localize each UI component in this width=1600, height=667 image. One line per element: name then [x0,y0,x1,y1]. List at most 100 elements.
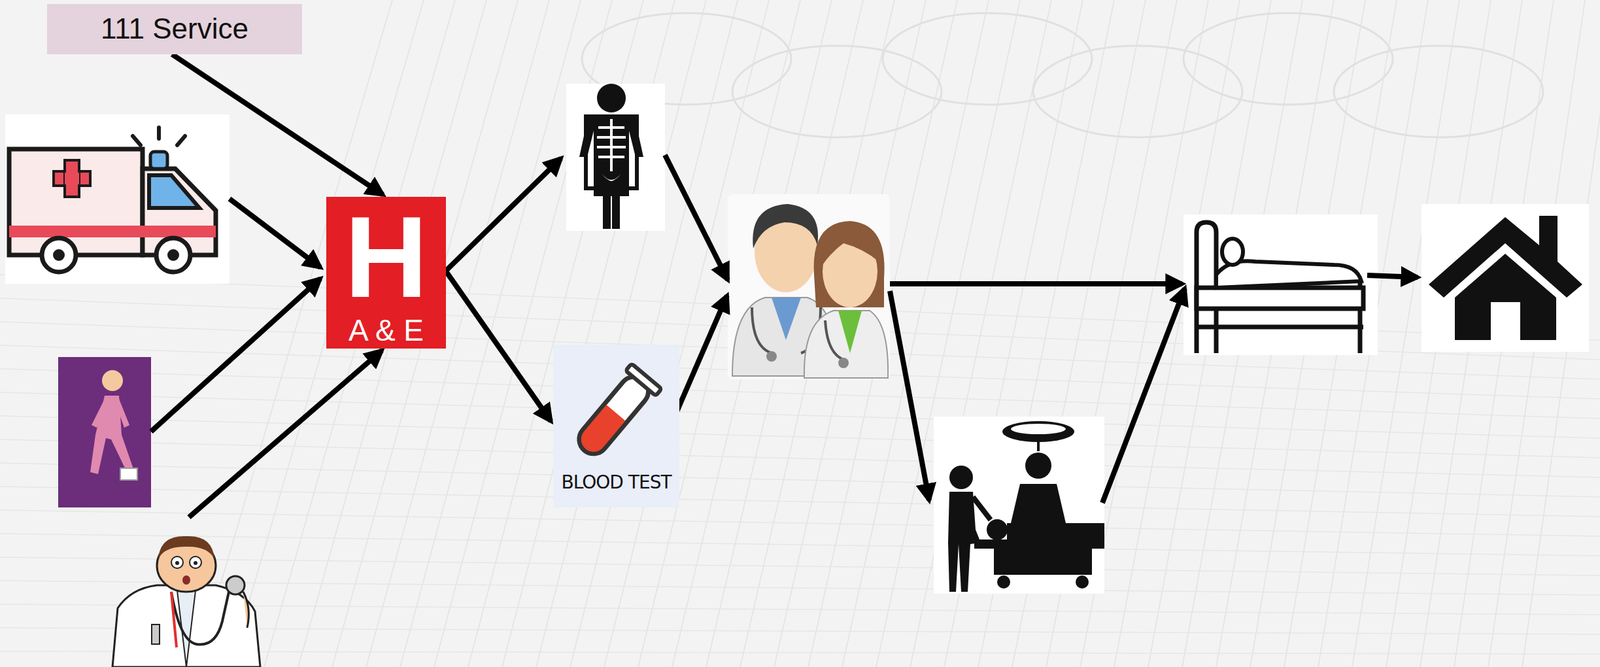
gp-doctor-icon-part [175,561,180,565]
surgery-icon-part [933,416,1105,594]
clinicians-icon-part [804,310,888,378]
blueprint-line [0,486,1600,517]
surgery-icon-part [997,575,1011,589]
ambulance-icon-part [52,249,65,261]
blueprint-line [468,0,644,667]
ambulance-icon-part [53,171,91,186]
hospital-bed-icon-part [1222,238,1243,265]
home-icon-part [1454,253,1557,341]
gp-doctor-icon-part [112,585,261,667]
clinicians-icon-part [771,297,801,341]
node-label: 111 Service [100,13,249,45]
flow-arrows-part [1367,275,1418,278]
clinicians-icon-part [766,351,777,362]
hospital-bed-icon-part [1183,214,1378,356]
x-ray-icon [566,83,665,231]
gp-doctor-icon-part [226,576,245,595]
clinicians-icon-part [752,204,818,249]
ambulance-icon [5,114,230,284]
walk-in-icon-part [116,398,130,428]
surgery-icon-part [1010,423,1066,435]
blueprint-line [0,462,1600,497]
clinicians-icon-part [838,310,862,354]
hospital-bed-icon-part [1196,287,1364,309]
ambulance-icon-part [156,238,191,273]
ambulance-icon-part [5,114,230,284]
blueprint-line [0,557,1600,576]
tube-blood [576,404,626,458]
hospital-letter: H [344,199,428,315]
flow-arrows-part [664,154,728,280]
flow-arrows-part [889,281,1183,287]
surgery-icon-part [1075,575,1089,589]
blueprint-roll [1333,45,1544,138]
clinicians-icon [727,194,890,380]
surgery-icon-part [1010,483,1066,524]
blueprint-line [298,0,487,667]
test-tube [569,363,662,463]
ambulance-icon-part [132,127,186,146]
gp-doctor-icon-part [158,536,215,560]
surgery-icon-part [949,465,973,490]
walk-in-icon-part [58,357,152,508]
blueprint-roll [1033,45,1243,138]
clinicians-icon-part [727,194,890,380]
walk-in-icon-part [90,395,135,475]
blueprint-roll [1183,13,1393,105]
gp-doctor-icon-part [182,575,191,585]
clinicians-icon-part [838,357,849,369]
gp-doctor-icon [112,536,261,667]
blueprint-line [502,0,675,667]
home-icon-part [1421,204,1589,352]
surgery-icon [933,416,1105,594]
ambulance-icon-part [41,238,76,273]
ambulance-icon-part [9,149,143,256]
ambulance-icon-part [64,172,80,185]
surgery-icon-part [1025,452,1052,479]
surgery-icon-part [1006,523,1105,540]
walk-in-icon [58,357,152,508]
home-icon [1421,204,1589,352]
gp-doctor-icon-part [171,556,184,569]
flow-arrows-part [1102,288,1185,503]
flow-arrows-part [671,295,728,424]
flow-arrows-part [889,290,930,501]
x-ray-icon-part [596,119,626,172]
gp-doctor-icon-part [189,556,202,569]
blueprint-line [0,415,1600,458]
ambulance-icon-part [167,249,180,261]
ambulance-icon-part [64,160,80,197]
walk-in-icon-part [102,370,123,392]
x-ray-icon-part [566,83,665,231]
x-ray-icon-part [601,173,622,182]
hospital-bed-icon [1183,214,1378,356]
ambulance-icon-part [150,151,168,169]
flow-arrows-part [229,198,321,268]
gp-doctor-icon-part [171,591,229,645]
blueprint-line [0,510,1600,537]
department-label: A & E [348,314,424,346]
walk-in-icon-part [120,468,138,480]
x-ray-icon-part [596,83,626,113]
flow-arrow [171,54,383,195]
blueprint-line [0,533,1600,556]
blueprint-line [0,392,1600,439]
clinicians-icon-part [814,221,885,308]
surgery-icon-part [974,539,1105,549]
a-and-e-box: HA & E [326,196,446,349]
surgery-icon-part [986,519,1008,541]
x-ray-icon-part [579,115,644,229]
flow-arrows [151,154,1418,518]
surgery-icon-part [972,496,991,520]
gp-doctor-icon-part [151,624,160,645]
blood-test-box: BLOOD TEST [553,344,680,508]
flow-arrows-part [151,278,321,432]
hospital-bed-icon-part [1196,324,1364,330]
surgery-icon-part [993,548,1092,575]
flow-arrows-part [445,158,562,271]
flow-arrows-part [188,350,382,518]
ambulance-icon-part [9,225,216,238]
